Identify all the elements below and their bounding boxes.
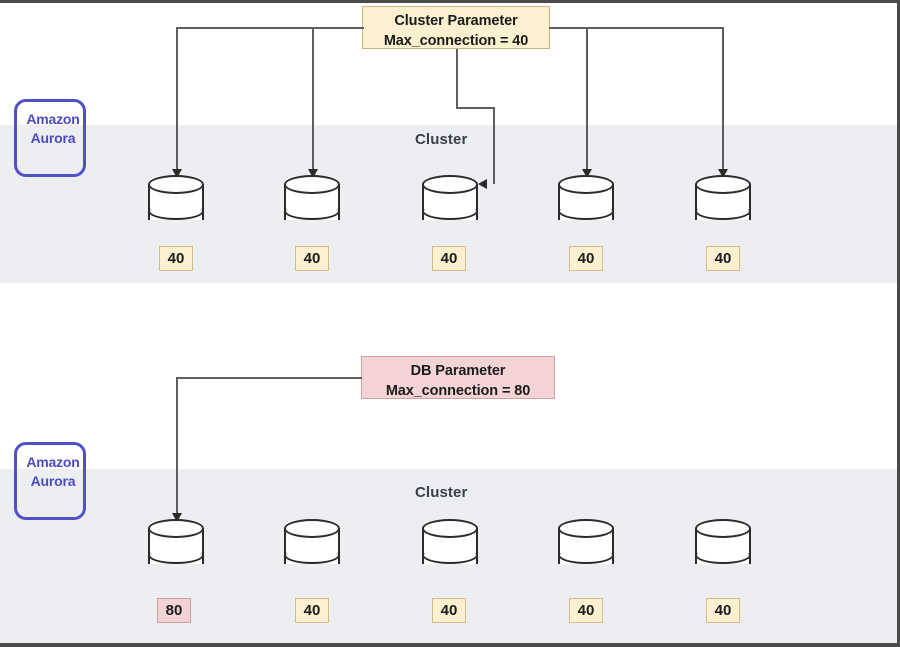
db-instance-icon-bottom-4 [558,519,614,573]
db-instance-icon-bottom-2 [284,519,340,573]
connector-trunk-right [549,27,723,29]
connector-branch-3-seg2 [456,107,494,109]
db-instance-icon-bottom-1 [148,519,204,573]
db-instance-icon-top-1 [148,175,204,229]
connector-branch-5 [722,27,724,173]
arrowhead-instance-2 [308,169,318,178]
db-connector-vertical [176,377,178,517]
connector-branch-4 [586,27,588,173]
db-parameter-value: Max_connection = 80 [385,383,531,399]
db-parameter-group-box: DB Parameter Max_connection = 80 [361,356,555,399]
cluster-caption-bottom: Cluster [415,484,468,501]
db-connector-horizontal [176,377,362,379]
connection-value-bottom-3: 40 [432,598,466,623]
connection-value-bottom-1: 80 [157,598,191,623]
db-instance-icon-bottom-5 [695,519,751,573]
cluster-parameter-value: Max_connection = 40 [383,33,529,49]
cluster-parameter-group-box: Cluster Parameter Max_connection = 40 [362,6,550,49]
connection-value-top-2: 40 [295,246,329,271]
db-instance-icon-top-4 [558,175,614,229]
connection-value-top-3: 40 [432,246,466,271]
db-parameter-title: DB Parameter [410,363,506,379]
db-instance-icon-top-2 [284,175,340,229]
connection-value-bottom-4: 40 [569,598,603,623]
db-instance-icon-bottom-3 [422,519,478,573]
amazon-aurora-label-top: Amazon Aurora [26,111,80,146]
connector-branch-1 [176,27,178,173]
connector-branch-3-seg3 [493,107,495,184]
arrowhead-instance-3 [478,179,487,189]
arrowhead-instance-5 [718,169,728,178]
connection-value-top-5: 40 [706,246,740,271]
connection-value-top-4: 40 [569,246,603,271]
connection-value-bottom-2: 40 [295,598,329,623]
arrowhead-bottom-instance-1 [172,513,182,522]
db-instance-icon-top-5 [695,175,751,229]
connector-trunk-left [176,27,364,29]
db-instance-icon-top-3 [422,175,478,229]
connection-value-bottom-5: 40 [706,598,740,623]
connector-branch-3-seg1 [456,49,458,107]
arrowhead-instance-4 [582,169,592,178]
connection-value-top-1: 40 [159,246,193,271]
cluster-parameter-title: Cluster Parameter [394,13,518,29]
amazon-aurora-badge-top: Amazon Aurora [14,99,86,177]
amazon-aurora-label-bottom: Amazon Aurora [26,454,80,489]
connector-branch-2 [312,27,314,173]
amazon-aurora-badge-bottom: Amazon Aurora [14,442,86,520]
cluster-caption-top: Cluster [415,131,468,148]
arrowhead-instance-1 [172,169,182,178]
